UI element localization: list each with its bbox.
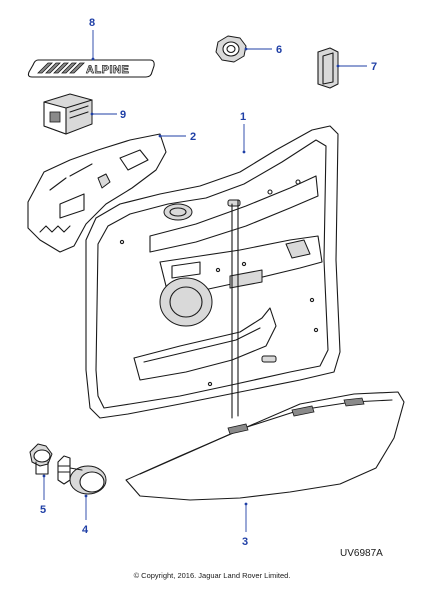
speaker-cover-part [125, 391, 405, 501]
callout-5: 5 [40, 504, 46, 516]
callout-3: 3 [242, 536, 248, 548]
badge-text: ALPINE [86, 64, 129, 76]
alpine-badge-part: ALPINE [27, 59, 155, 78]
trim-clip-part [29, 443, 53, 475]
door-trim-panel-part [85, 125, 341, 419]
callout-9: 9 [120, 109, 126, 121]
push-stud-part [57, 455, 107, 495]
callout-2: 2 [190, 131, 196, 143]
callout-8: 8 [89, 17, 95, 29]
callout-7: 7 [371, 61, 377, 73]
callout-4: 4 [82, 524, 89, 536]
callout-6: 6 [276, 44, 282, 56]
copyright-notice: © Copyright, 2016. Jaguar Land Rover Lim… [134, 571, 291, 580]
speaker-grille-part [43, 93, 93, 135]
drawing-reference: UV6987A [340, 548, 383, 559]
clip-part [317, 47, 339, 89]
nut-part [215, 35, 247, 63]
door-insulation-panel-part [27, 133, 167, 253]
callout-1: 1 [240, 111, 246, 123]
